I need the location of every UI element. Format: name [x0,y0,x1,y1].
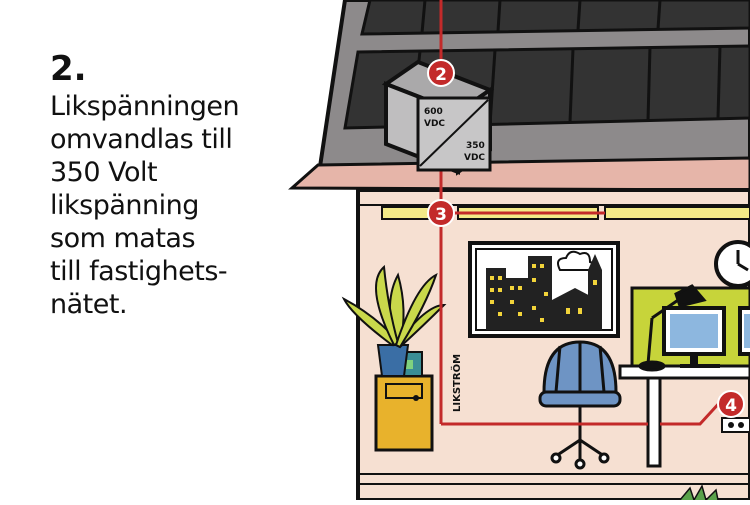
marker-label: 2 [435,65,447,85]
description-line: som matas [50,223,196,254]
ceiling-light [381,206,435,220]
description-line: Likspänningen [50,91,240,122]
roof [288,0,750,192]
description-line: nätet. [50,289,128,320]
converter-input-unit: VDC [424,119,445,129]
dc-converter-box: 600 VDC 350 VDC [381,59,495,176]
marker-label: 3 [435,205,447,225]
converter-input-value: 600 [424,107,443,117]
city-picture [468,241,620,338]
cabinet [374,374,434,452]
step-description: 2. Likspänningen omvandlas till 350 Volt… [50,50,280,321]
step-number: 2. [50,49,87,89]
wire-label: LIKSTRÖM [449,354,463,412]
marker-label: 4 [725,396,737,416]
description-line: 350 Volt [50,157,158,188]
converter-output-unit: VDC [464,153,485,163]
ground-plants [679,484,719,502]
clock-icon [714,240,750,288]
description-line: omvandlas till [50,124,233,155]
description-line: likspänning [50,190,199,221]
office-chair-icon [538,340,622,470]
description-line: till fastighets- [50,256,228,287]
desk-lamp-icon [638,284,707,372]
converter-output-value: 350 [466,141,485,151]
computer-monitor [662,306,750,368]
step-marker-3: 3 [427,199,455,227]
step-marker-4: 4 [717,390,745,418]
ceiling-light [604,206,750,220]
power-outlet-icon [721,417,750,433]
plant-icon [341,264,447,377]
step-marker-2: 2 [427,59,455,87]
